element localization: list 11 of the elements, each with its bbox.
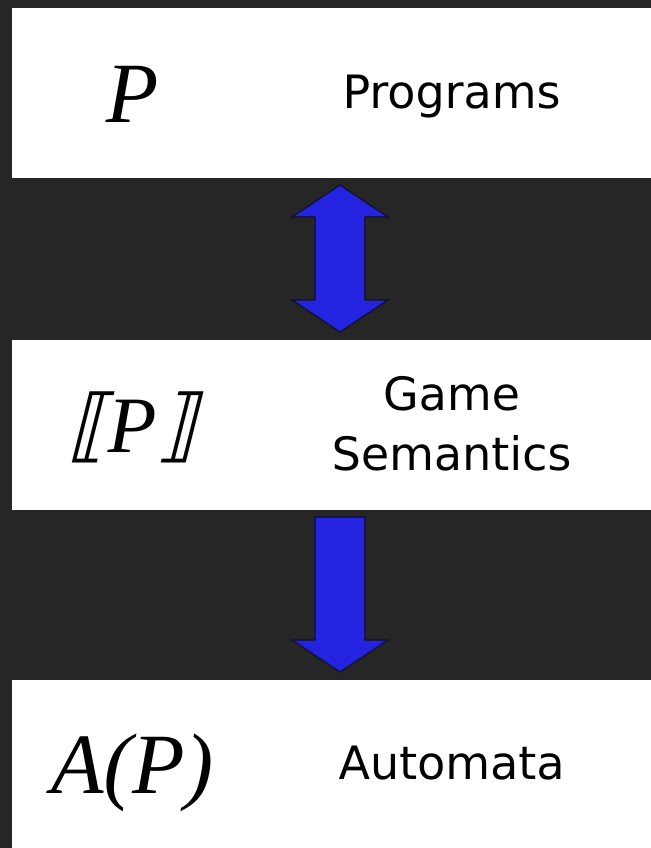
layer-label: Programs: [341, 64, 562, 122]
math-symbol: ⟦P⟧: [12, 378, 252, 472]
layer-label: Game Semantics: [330, 366, 572, 483]
layer-label: Automata: [337, 735, 566, 792]
layer-band: [12, 340, 651, 510]
layer-band: [12, 680, 651, 848]
math-symbol: A(P): [12, 714, 252, 814]
block-arrow: [290, 516, 390, 673]
math-symbol: P: [104, 44, 160, 143]
layer-band: [12, 8, 651, 178]
double-block-arrow: [290, 184, 390, 333]
